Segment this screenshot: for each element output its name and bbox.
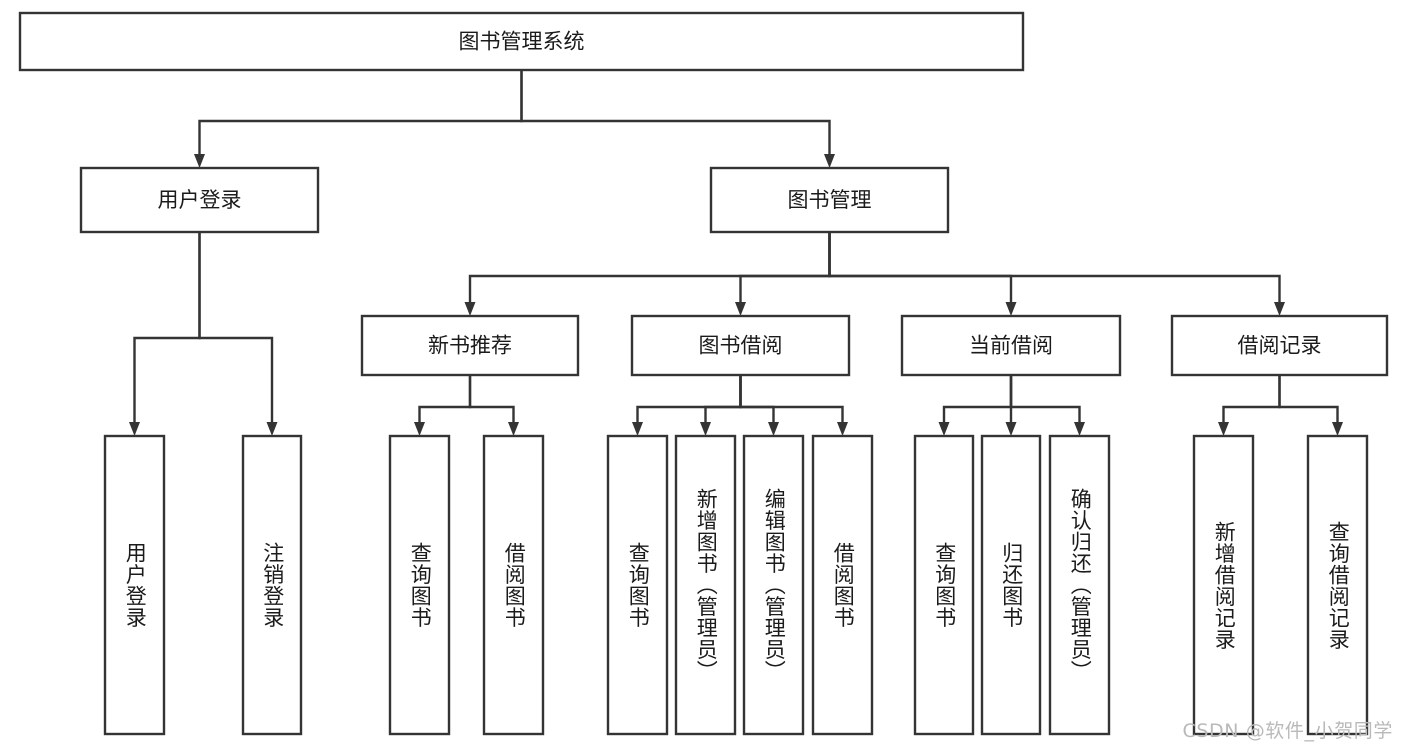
node-label-current-borrow: 当前借阅 [969, 334, 1053, 358]
node-label-new-book-recommend: 新书推荐 [428, 334, 512, 358]
connector-edge-bm-to-borrow-record [828, 230, 1285, 316]
connector-edge-bm-to-new-book-recommend [464, 230, 831, 316]
node-label-root: 图书管理系统 [459, 30, 585, 54]
connector-edge-root-to-user-login [194, 68, 523, 168]
node-box-borrow-record[interactable] [1170, 314, 1389, 377]
node-box-leaf-query-books-current[interactable] [913, 434, 975, 736]
node-box-new-book-recommend[interactable] [360, 314, 580, 377]
connector-edge-nbr-to-leaf-borrow-books [468, 373, 519, 436]
node-box-leaf-user-login[interactable] [103, 434, 166, 736]
node-box-leaf-confirm-return-admin[interactable] [1048, 434, 1111, 736]
connector-edge-bm-to-book-borrow [735, 230, 831, 316]
node-box-leaf-borrow-books-recommend[interactable] [482, 434, 545, 736]
node-box-book-borrow[interactable] [630, 314, 851, 377]
node-box-leaf-add-book-admin[interactable] [674, 434, 737, 736]
connector-edge-br-to-leaf-add-record [1218, 373, 1281, 436]
node-box-leaf-edit-book-admin[interactable] [742, 434, 805, 736]
connector-edge-bb-to-leaf-query-books [632, 373, 742, 436]
connector-edge-bm-to-current-borrow [828, 230, 1017, 316]
node-box-current-borrow[interactable] [900, 314, 1122, 377]
connector-edge-cb-to-leaf-confirm-return [1009, 373, 1085, 436]
node-box-book-management[interactable] [709, 166, 950, 234]
node-label-user-login: 用户登录 [158, 188, 242, 212]
csdn-watermark: CSDN @软件_小贺同学 [1182, 720, 1393, 742]
connector-edge-br-to-leaf-query-record [1278, 373, 1343, 436]
connector-edge-ul-to-leaf-user-logout [198, 230, 278, 436]
node-box-leaf-query-books-recommend[interactable] [388, 434, 451, 736]
node-box-leaf-query-books-borrow[interactable] [606, 434, 669, 736]
node-box-leaf-query-borrow-record[interactable] [1306, 434, 1369, 736]
node-label-book-borrow: 图书借阅 [699, 334, 783, 358]
node-box-leaf-add-borrow-record[interactable] [1192, 434, 1255, 736]
node-box-user-login[interactable] [79, 166, 320, 234]
connector-layer [129, 68, 1343, 436]
node-box-leaf-return-book[interactable] [980, 434, 1042, 736]
node-label-book-management: 图书管理 [788, 188, 872, 212]
connector-edge-bb-to-leaf-add-book [700, 373, 742, 436]
node-box-leaf-borrow-book[interactable] [811, 434, 874, 736]
node-box-root[interactable] [18, 11, 1025, 72]
connector-edge-nbr-to-leaf-query-books [414, 373, 472, 436]
node-box-layer [18, 11, 1389, 736]
connector-edge-root-to-book-management [520, 68, 835, 168]
node-label-borrow-record: 借阅记录 [1238, 334, 1322, 358]
connector-edge-ul-to-leaf-user-login [129, 230, 201, 436]
connector-edge-bb-to-leaf-borrow-book [739, 373, 848, 436]
connector-edge-bb-to-leaf-edit-book [739, 373, 779, 436]
node-box-leaf-user-logout[interactable] [241, 434, 303, 736]
connector-edge-cb-to-leaf-query-books [938, 373, 1013, 436]
